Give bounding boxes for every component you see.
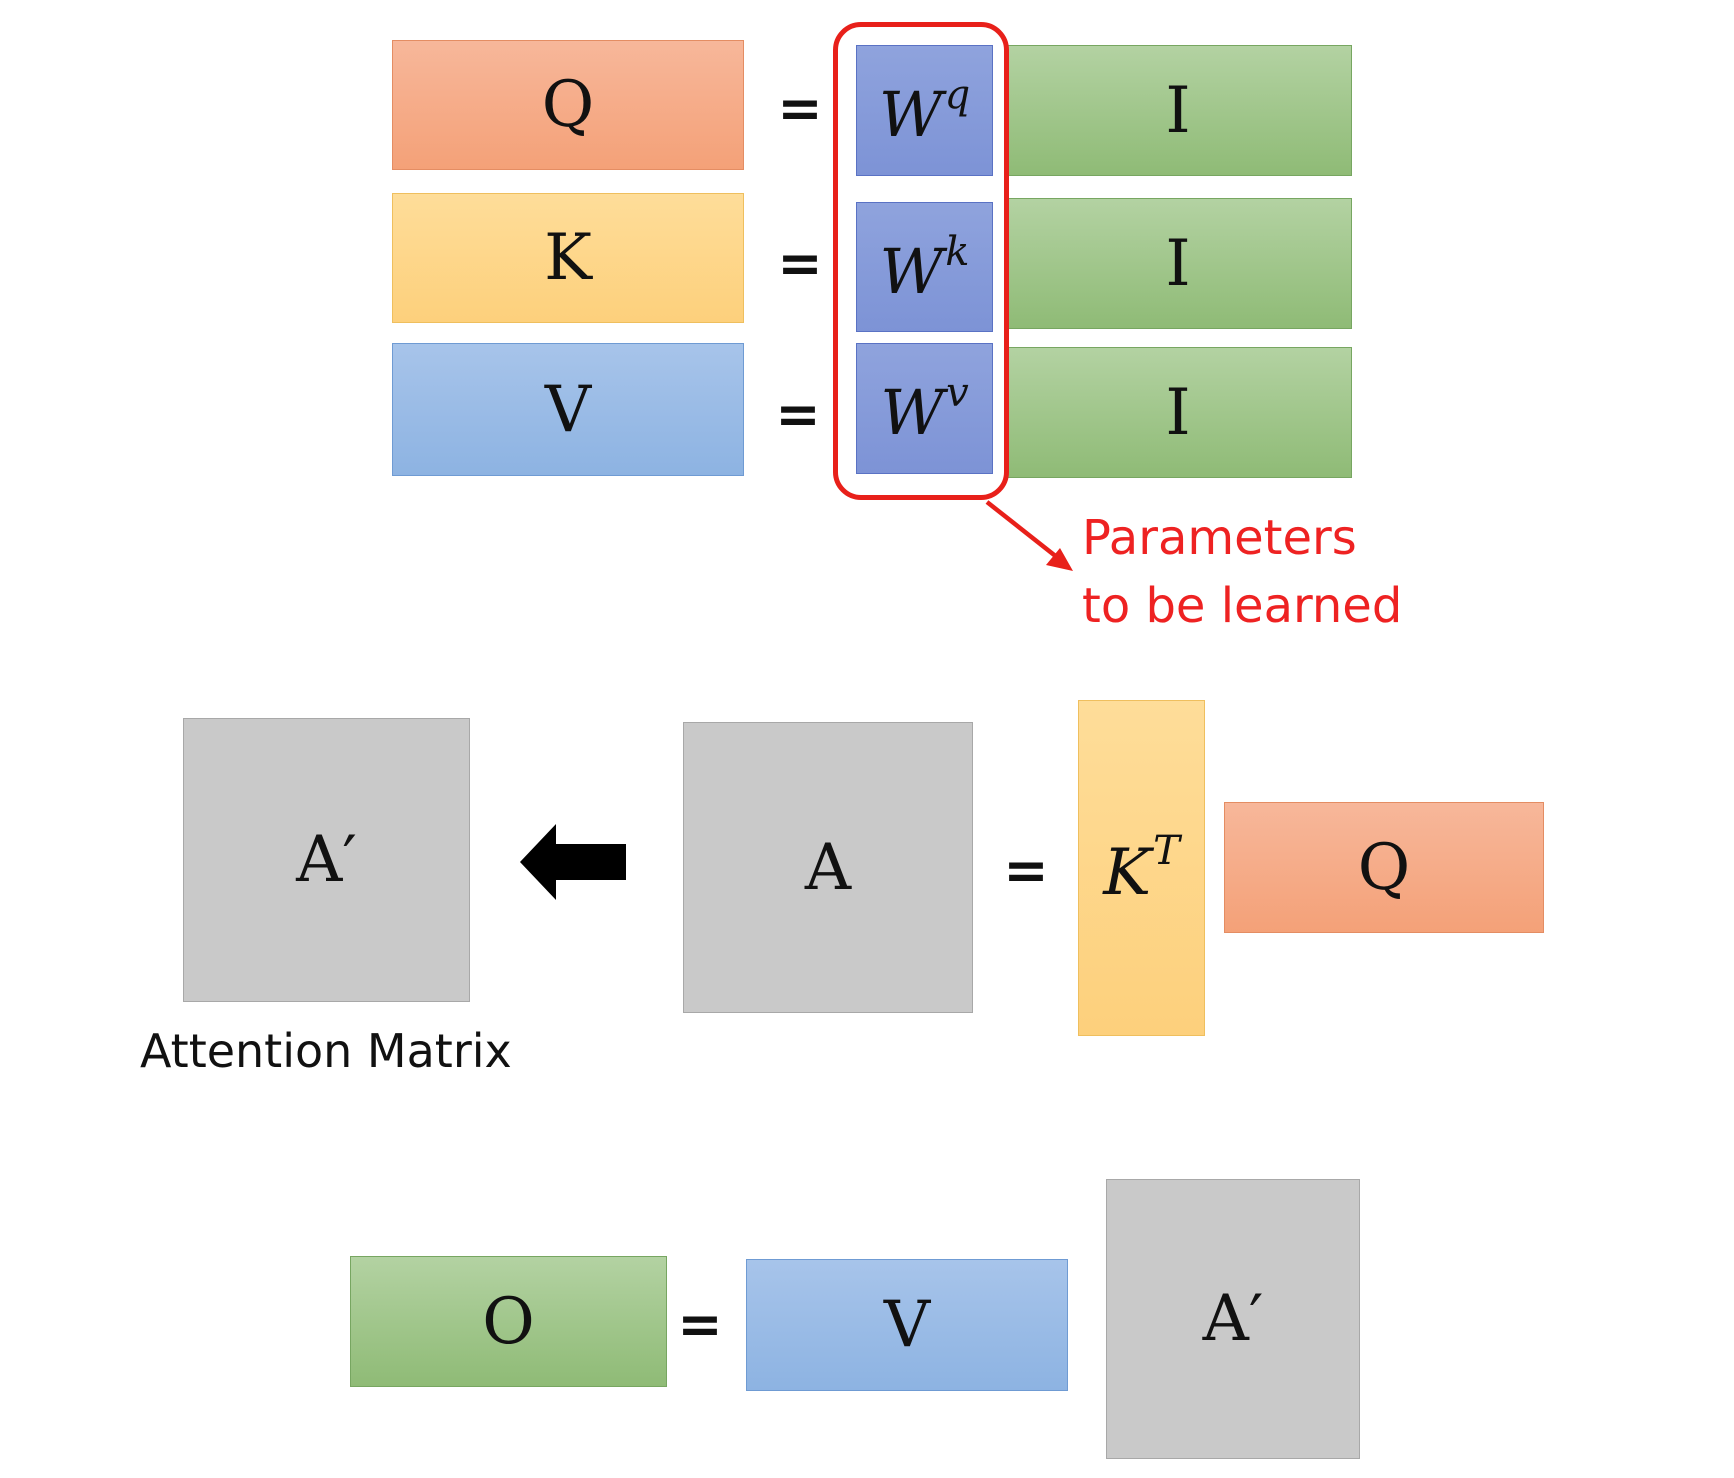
v-matrix: V [392, 343, 744, 476]
callout-text: Parameters to be learned [1082, 504, 1402, 640]
a-prime-label-middle: A′ [296, 823, 357, 897]
wq-matrix: Wq [856, 45, 993, 176]
v-label-bottom: V [883, 1288, 931, 1362]
attention-matrix-caption: Attention Matrix [140, 1024, 512, 1078]
input-label-k: I [1165, 226, 1191, 301]
a-matrix: A [683, 722, 973, 1013]
o-matrix: O [350, 1256, 667, 1387]
kt-base: K [1103, 836, 1152, 910]
a-prime-label-bottom: A′ [1202, 1282, 1264, 1356]
learned-parameters-highlight [833, 22, 1009, 500]
q-matrix-middle: Q [1224, 802, 1544, 933]
wk-base: W [879, 234, 944, 308]
k-label: K [544, 221, 592, 295]
kt-superscript: T [1153, 828, 1180, 874]
left-arrow-icon [520, 824, 626, 900]
wv-base: W [880, 376, 945, 449]
input-matrix-v: I [1004, 347, 1352, 478]
equals-sign-middle: = [1003, 839, 1049, 902]
input-label-v: I [1165, 375, 1191, 450]
callout-line-2: to be learned [1082, 578, 1403, 634]
kt-label: KT [1103, 831, 1180, 905]
a-label: A [804, 830, 852, 905]
equals-sign-k: = [777, 232, 823, 295]
wv-label: Wv [880, 373, 968, 444]
wk-superscript: k [945, 228, 970, 275]
v-matrix-bottom: V [746, 1259, 1068, 1391]
wq-base: W [878, 78, 943, 151]
k-matrix: K [392, 193, 744, 323]
q-label: Q [541, 68, 595, 142]
equals-sign-bottom: = [677, 1293, 723, 1356]
kt-matrix: KT [1078, 700, 1205, 1036]
wq-superscript: q [944, 72, 971, 118]
wv-matrix: Wv [856, 343, 993, 474]
input-label-q: I [1165, 73, 1191, 148]
a-prime-matrix-bottom: A′ [1106, 1179, 1360, 1459]
wq-label: Wq [879, 75, 970, 146]
wv-superscript: v [946, 370, 969, 416]
equals-sign-v: = [775, 383, 821, 446]
o-label: O [482, 1284, 535, 1359]
wk-matrix: Wk [856, 202, 993, 332]
equals-sign-q: = [777, 77, 823, 140]
q-label-middle: Q [1357, 830, 1411, 905]
q-matrix: Q [392, 40, 744, 170]
wk-label: Wk [880, 232, 970, 303]
v-label: V [544, 372, 592, 447]
a-prime-matrix-middle: A′ [183, 718, 470, 1002]
input-matrix-q: I [1004, 45, 1352, 176]
callout-line-1: Parameters [1082, 510, 1357, 566]
input-matrix-k: I [1004, 198, 1352, 329]
